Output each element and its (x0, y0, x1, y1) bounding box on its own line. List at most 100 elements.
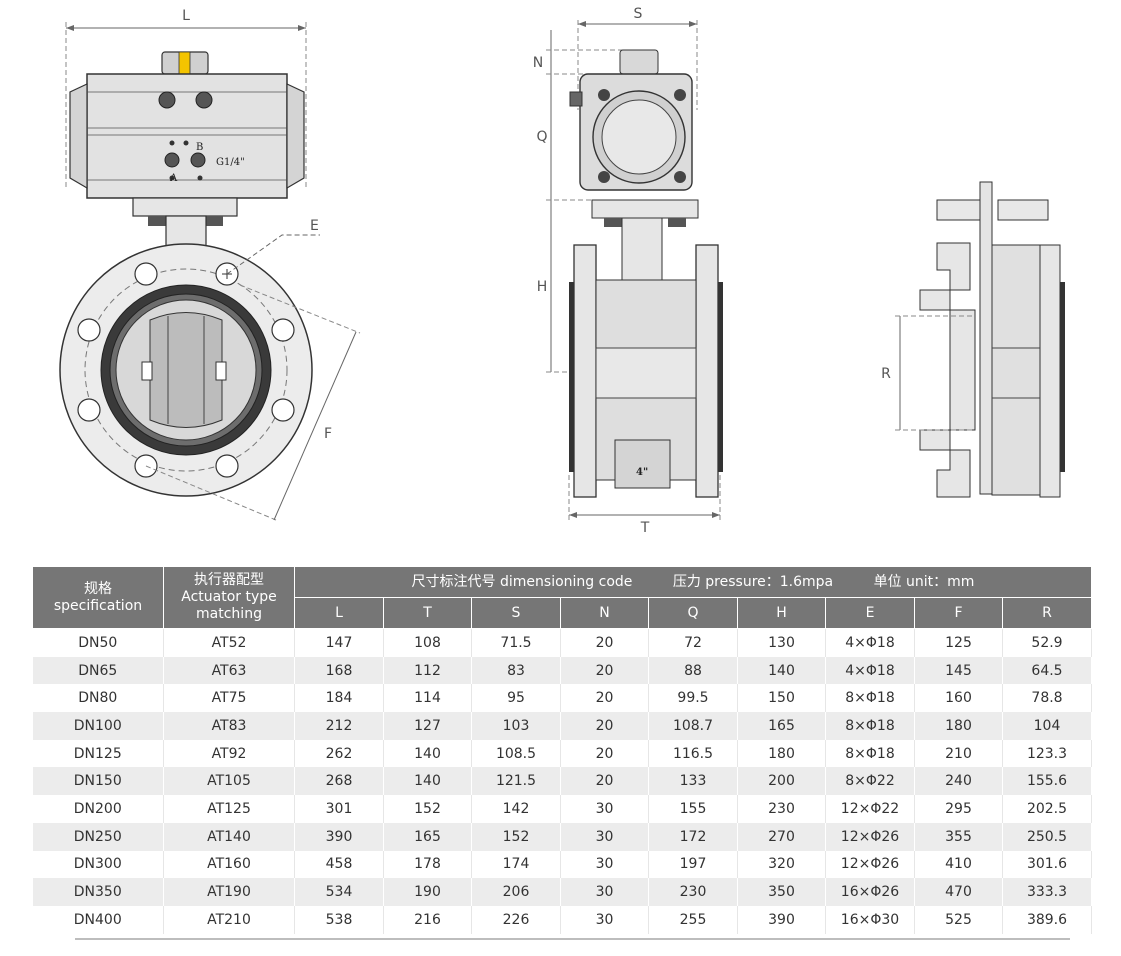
cell-e: 8×Φ18 (825, 712, 915, 740)
cell-f: 125 (914, 628, 1003, 657)
cell-act: AT75 (163, 684, 295, 713)
cell-n: 20 (560, 767, 649, 796)
cell-h: 200 (737, 767, 826, 796)
cell-s: 142 (471, 795, 561, 823)
cell-f: 210 (914, 739, 1003, 768)
port-B-label: B (196, 142, 203, 153)
cell-act: AT160 (163, 850, 295, 879)
cell-e: 16×Φ26 (825, 878, 915, 906)
actuator-cn: 执行器配型 (194, 572, 264, 588)
cell-act: AT190 (163, 878, 295, 906)
cell-t: 114 (383, 684, 472, 713)
cell-s: 226 (471, 905, 561, 934)
cell-f: 525 (914, 905, 1003, 934)
cell-t: 140 (383, 739, 472, 768)
cell-n: 20 (560, 712, 649, 740)
col-spec-header: 规格 specification (32, 566, 164, 629)
cell-h: 165 (737, 712, 826, 740)
col-header-r: R (1002, 597, 1092, 629)
cell-act: AT92 (163, 739, 295, 768)
cell-n: 30 (560, 795, 649, 823)
spec-en: specification (53, 597, 143, 614)
cell-f: 410 (914, 850, 1003, 879)
cell-spec: DN125 (32, 739, 164, 768)
cell-act: AT52 (163, 628, 295, 657)
col-header-h: H (737, 597, 826, 629)
cell-t: 152 (383, 795, 472, 823)
cell-q: 108.7 (648, 712, 738, 740)
cell-r: 333.3 (1002, 878, 1092, 906)
col-header-s: S (471, 597, 561, 629)
cell-e: 4×Φ18 (825, 628, 915, 657)
cell-act: AT83 (163, 712, 295, 740)
dim-E-label: E (310, 218, 319, 234)
cell-f: 355 (914, 822, 1003, 851)
cell-l: 458 (294, 850, 384, 879)
unit-label: 单位 unit：mm (873, 573, 975, 590)
cell-r: 104 (1002, 712, 1092, 740)
cell-f: 160 (914, 684, 1003, 713)
cell-q: 155 (648, 795, 738, 823)
cell-s: 83 (471, 656, 561, 685)
col-header-n: N (560, 597, 649, 629)
cell-q: 72 (648, 628, 738, 657)
cell-r: 64.5 (1002, 656, 1092, 685)
cell-q: 116.5 (648, 739, 738, 768)
cell-spec: DN300 (32, 850, 164, 879)
cell-h: 130 (737, 628, 826, 657)
cell-r: 52.9 (1002, 628, 1092, 657)
cell-e: 8×Φ22 (825, 767, 915, 796)
cell-s: 71.5 (471, 628, 561, 657)
actuator-en-1: Actuator type (181, 589, 277, 605)
cell-r: 155.6 (1002, 767, 1092, 796)
cell-f: 180 (914, 712, 1003, 740)
cell-l: 262 (294, 739, 384, 768)
cell-l: 268 (294, 767, 384, 796)
cell-act: AT105 (163, 767, 295, 796)
cell-t: 112 (383, 656, 472, 685)
cell-q: 255 (648, 905, 738, 934)
section-view: R (881, 181, 1065, 498)
cell-t: 127 (383, 712, 472, 740)
cell-spec: DN50 (32, 628, 164, 657)
cell-n: 30 (560, 850, 649, 879)
cell-act: AT210 (163, 905, 295, 934)
cell-l: 212 (294, 712, 384, 740)
cell-act: AT140 (163, 822, 295, 851)
cell-q: 133 (648, 767, 738, 796)
dimension-code-header: 尺寸标注代号 dimensioning code 压力 pressure：1.6… (294, 566, 1092, 598)
cell-l: 390 (294, 822, 384, 851)
cell-q: 88 (648, 656, 738, 685)
cell-e: 12×Φ22 (825, 795, 915, 823)
actuator-en-2: matching (196, 606, 262, 622)
cell-spec: DN100 (32, 712, 164, 740)
dim-Q-label: Q (536, 129, 547, 145)
cell-l: 184 (294, 684, 384, 713)
cell-n: 30 (560, 878, 649, 906)
cell-q: 230 (648, 878, 738, 906)
col-header-l: L (294, 597, 384, 629)
cell-s: 103 (471, 712, 561, 740)
cell-t: 140 (383, 767, 472, 796)
cell-e: 8×Φ18 (825, 739, 915, 768)
cell-act: AT63 (163, 656, 295, 685)
cell-r: 202.5 (1002, 795, 1092, 823)
dim-N-label: N (533, 55, 543, 71)
front-view: L A B G1/4" (59, 8, 361, 521)
cell-n: 20 (560, 656, 649, 685)
cell-s: 206 (471, 878, 561, 906)
cell-n: 30 (560, 905, 649, 934)
col-header-f: F (914, 597, 1003, 629)
cell-t: 216 (383, 905, 472, 934)
cell-f: 240 (914, 767, 1003, 796)
cell-h: 150 (737, 684, 826, 713)
port-thread-label: G1/4" (216, 157, 245, 168)
cell-r: 123.3 (1002, 739, 1092, 768)
